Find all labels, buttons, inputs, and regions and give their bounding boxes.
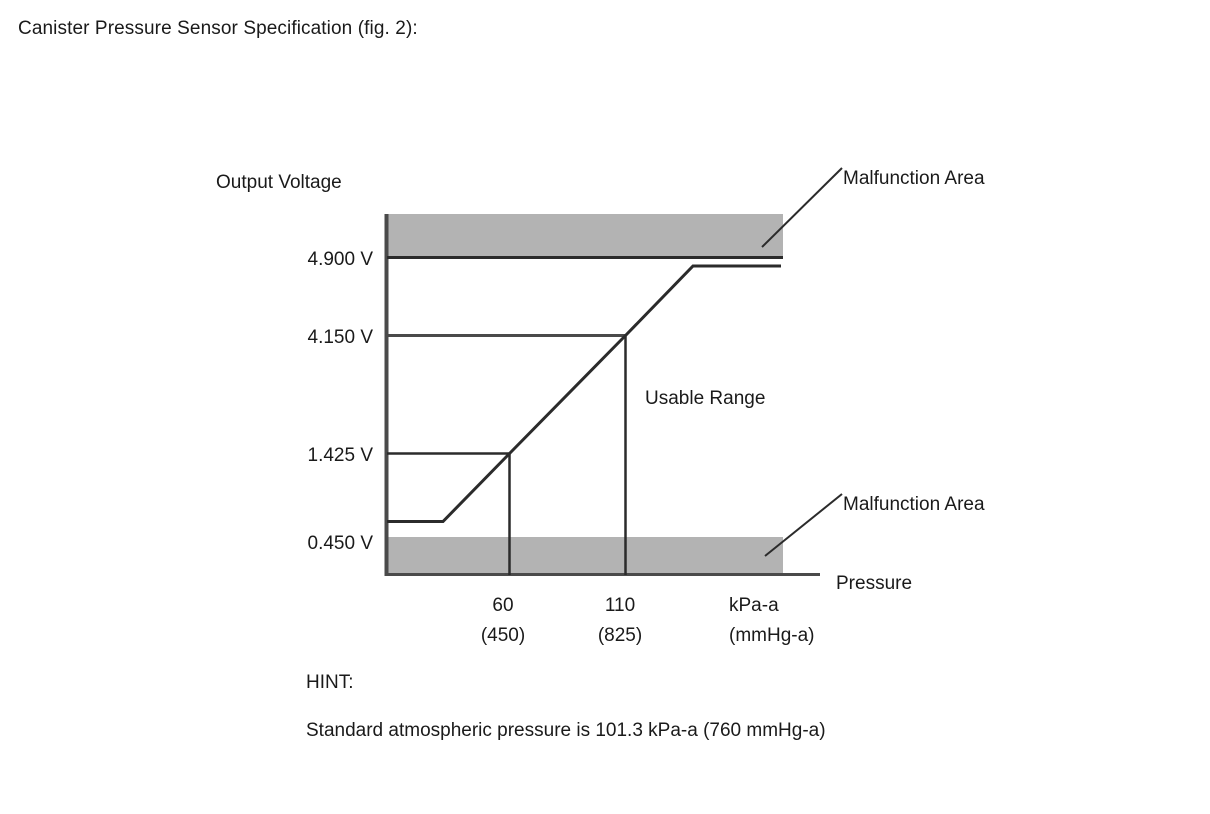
- sensor-output-curve: [387, 264, 781, 523]
- malfunction-band-lower: [387, 537, 783, 575]
- x-unit-secondary: (mmHg-a): [729, 625, 815, 646]
- page-title: Canister Pressure Sensor Specification (…: [18, 18, 418, 39]
- annotation-malfunction-lower: Malfunction Area: [843, 494, 985, 515]
- x-tick-label-60: 60: [492, 595, 513, 616]
- hint-section: HINT: Standard atmospheric pressure is 1…: [306, 672, 826, 742]
- leader-line-malfunction-upper: [761, 167, 843, 248]
- hint-label: HINT:: [306, 672, 354, 693]
- annotation-usable-range: Usable Range: [645, 388, 765, 409]
- x-unit-primary: kPa-a: [729, 595, 779, 616]
- y-tick-label-4150v: 4.150 V: [308, 327, 374, 348]
- x-axis-title: Pressure: [836, 573, 912, 594]
- y-tick-label-0450v: 0.450 V: [308, 533, 374, 554]
- hint-text: Standard atmospheric pressure is 101.3 k…: [306, 720, 826, 741]
- malfunction-band-upper: [387, 214, 783, 257]
- x-tick-label-825: (825): [598, 625, 642, 646]
- leader-line-malfunction-lower: [764, 493, 843, 557]
- y-axis-title: Output Voltage: [216, 172, 342, 193]
- x-tick-label-450: (450): [481, 625, 525, 646]
- y-tick-label-1425v: 1.425 V: [308, 445, 374, 466]
- annotation-malfunction-upper: Malfunction Area: [843, 168, 985, 189]
- y-tick-label-4900v: 4.900 V: [308, 249, 374, 270]
- x-tick-label-110: 110: [605, 595, 635, 616]
